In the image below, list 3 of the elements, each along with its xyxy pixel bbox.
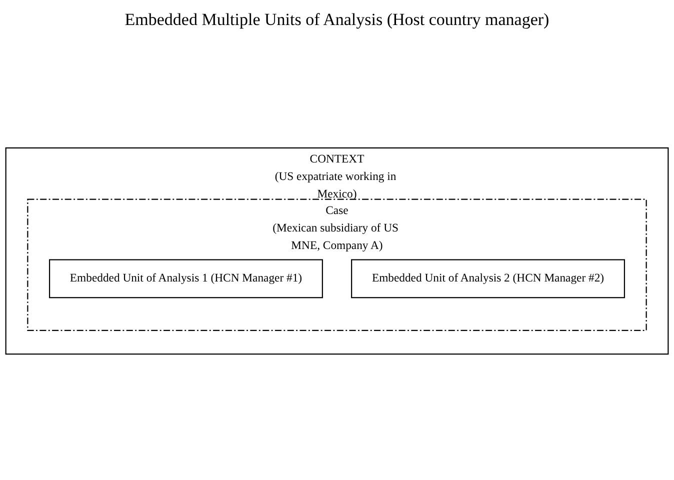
node-box: Embedded Unit of Analysis 1 (HCN Manager #1) (48, 259, 323, 298)
node-box: Embedded Unit of Analysis 2 (HCN Manager #2) (351, 259, 626, 298)
diagram-title: Embedded Multiple Units of Analysis (Host country manager) (124, 10, 550, 30)
